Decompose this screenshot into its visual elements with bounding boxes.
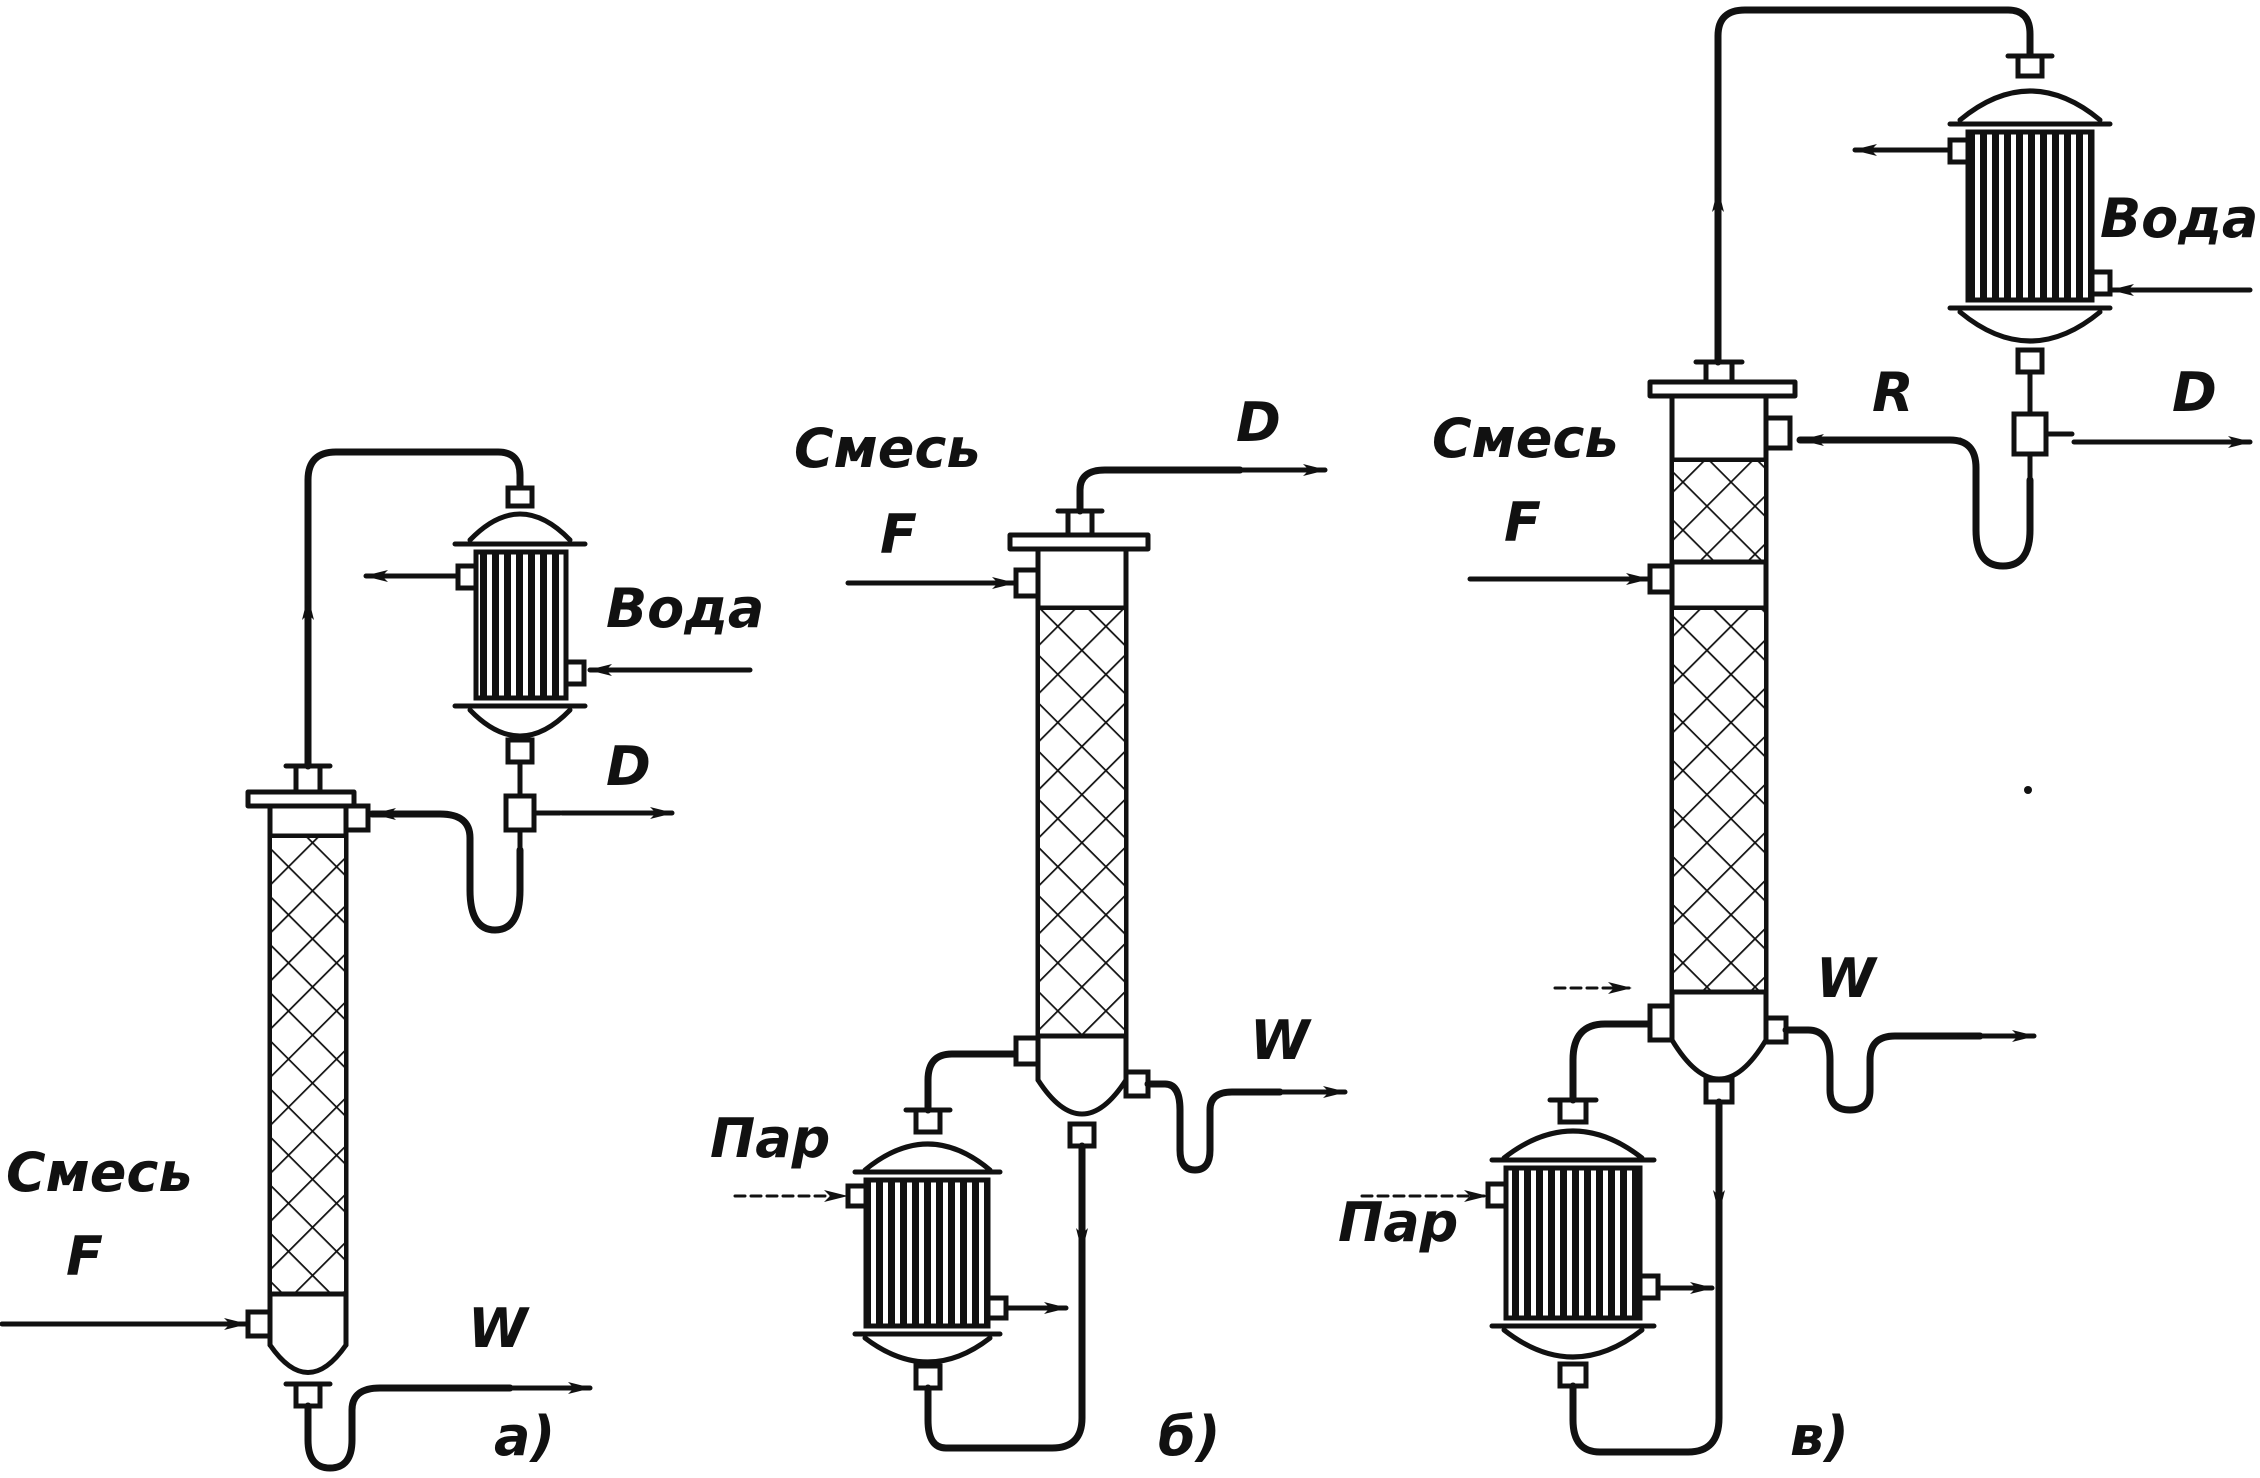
bottom-circuit-b bbox=[924, 1142, 1086, 1452]
feed-symbol-a: F bbox=[66, 1225, 103, 1288]
column-v bbox=[1647, 359, 1798, 1105]
caption-a: а) bbox=[494, 1405, 556, 1468]
water-label-a: Вода bbox=[606, 577, 765, 640]
feed-label-b: Смесь bbox=[794, 417, 981, 480]
caption-v: в) bbox=[1790, 1405, 1849, 1468]
packing-v-lower bbox=[1674, 610, 1764, 992]
vapor-line-a bbox=[304, 448, 524, 770]
distillate-label-a: D bbox=[606, 735, 651, 798]
steam-label-b: Пар bbox=[710, 1107, 831, 1170]
tubes-v bbox=[1965, 129, 2095, 303]
reflux-divider-v bbox=[2011, 411, 2075, 483]
condenser-v bbox=[1947, 53, 2113, 417]
feed-symbol-b: F bbox=[880, 503, 917, 566]
water-label-v: Вода bbox=[2100, 187, 2259, 250]
bottoms-label-v: W bbox=[1816, 947, 1876, 1010]
feed-label-a: Смесь bbox=[6, 1141, 193, 1204]
feed-label-v: Смесь bbox=[1432, 407, 1619, 470]
bottom-circuit-v bbox=[1569, 1098, 1723, 1456]
scheme-v bbox=[1360, 6, 2253, 1456]
tubes-a bbox=[473, 549, 569, 701]
reflux-loop-v bbox=[1796, 436, 2034, 570]
vapor-return-b bbox=[924, 1050, 1018, 1114]
column-a bbox=[245, 763, 371, 1409]
scheme-b bbox=[733, 464, 1348, 1452]
vapor-line-v bbox=[1714, 6, 2034, 366]
vapor-return-v bbox=[1569, 1020, 1652, 1104]
tubes-v-reboiler bbox=[1503, 1165, 1643, 1321]
reboiler-b bbox=[845, 1107, 1009, 1391]
condenser-a bbox=[452, 485, 588, 799]
packing-b bbox=[1040, 610, 1124, 1036]
reflux-label-v: R bbox=[1872, 361, 1914, 424]
packing-v-upper bbox=[1674, 462, 1764, 562]
reflux-loop-a bbox=[368, 810, 524, 934]
bottoms-line-v bbox=[1782, 1026, 1984, 1114]
stray-dot bbox=[2024, 786, 2032, 794]
reflux-divider-a bbox=[503, 793, 563, 853]
bottoms-line-b bbox=[1144, 1080, 1284, 1174]
caption-b: б) bbox=[1158, 1405, 1221, 1468]
feed-symbol-v: F bbox=[1504, 491, 1541, 554]
column-b bbox=[1007, 508, 1151, 1149]
tubes-b bbox=[863, 1177, 991, 1329]
scheme-a bbox=[0, 448, 753, 1472]
distillate-line-b bbox=[1076, 466, 1244, 515]
distillate-label-v: D bbox=[2172, 361, 2217, 424]
reboiler-v bbox=[1485, 1097, 1661, 1389]
packing-a bbox=[272, 838, 344, 1294]
steam-label-v: Пар bbox=[1338, 1191, 1459, 1254]
bottoms-line-a bbox=[304, 1384, 514, 1472]
bottoms-label-a: W bbox=[468, 1297, 528, 1360]
bottoms-label-b: W bbox=[1250, 1009, 1310, 1072]
distillate-label-b: D bbox=[1236, 391, 1281, 454]
